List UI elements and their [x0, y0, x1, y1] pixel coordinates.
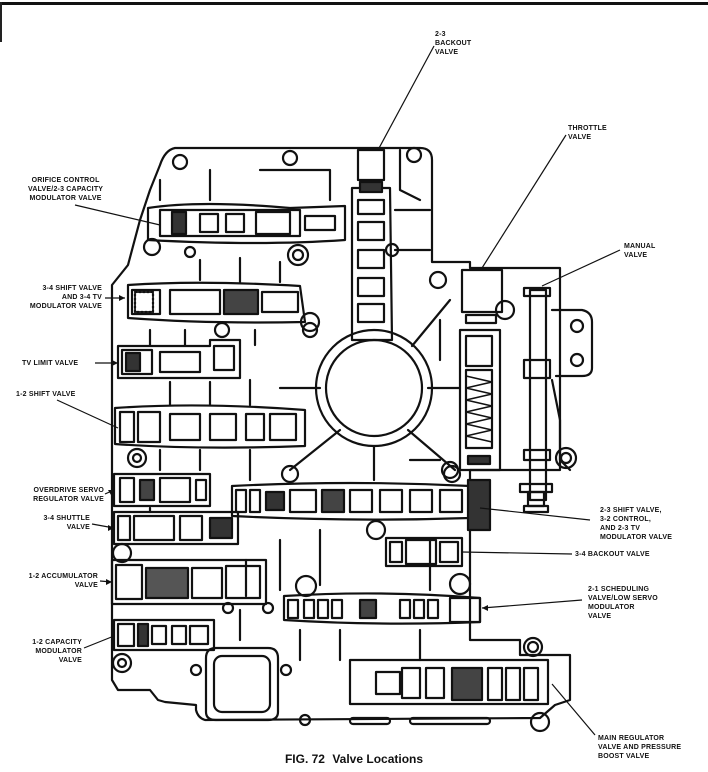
label-1-2-capacity-modulator-valve: 1-2 CAPACITY MODULATOR VALVE — [32, 639, 82, 664]
frame-left-border — [0, 2, 2, 42]
label-1-2-accumulator-valve: 1-2 ACCUMULATOR VALVE — [28, 573, 98, 589]
bolt-hole — [301, 321, 319, 339]
bolt-hole — [261, 601, 275, 615]
bolt-hole — [281, 149, 299, 167]
bolt-hole — [365, 519, 387, 541]
leader-manual — [541, 249, 621, 287]
leader-orifice-control — [74, 204, 161, 226]
label-3-4-shuttle-valve: 3-4 SHUTTLE VALVE — [43, 515, 90, 531]
bolt-hole — [559, 451, 573, 465]
leader-2-3-shift — [479, 507, 591, 521]
leader-main-regulator — [551, 683, 596, 736]
valve-bore-3-4-shuttle — [112, 510, 240, 546]
bolt-hole — [554, 446, 578, 470]
bolt-hole — [298, 713, 312, 727]
bolt-hole — [440, 460, 460, 480]
leader-1-2-shift — [56, 399, 119, 429]
valve-body-outline — [110, 146, 572, 722]
bolt-hole — [294, 574, 318, 598]
label-main-regulator-valve: MAIN REGULATOR VALVE AND PRESSURE BOOST … — [598, 735, 682, 760]
bolt-hole — [494, 299, 516, 321]
bolt-hole — [189, 663, 203, 677]
label-2-1-scheduling-valve: 2-1 SCHEDULING VALVE/LOW SERVO MODULATOR… — [588, 586, 658, 620]
label-overdrive-servo-regulator-valve: OVERDRIVE SERVO REGULATOR VALVE — [33, 487, 104, 503]
bolt-hole — [405, 146, 423, 164]
bolt-hole — [111, 542, 133, 564]
bolt-hole — [126, 447, 148, 469]
valve-bore-1-2-shift — [113, 404, 307, 449]
label-1-2-shift-valve: 1-2 SHIFT VALVE — [16, 391, 76, 398]
bolt-hole — [569, 318, 585, 334]
valve-bore-3-4-backout — [384, 536, 464, 568]
valve-bore-orifice-control — [146, 202, 347, 245]
bolt-hole — [526, 640, 540, 654]
manual-valve-stem — [528, 288, 548, 502]
bolt-hole — [529, 711, 551, 733]
bolt-hole — [279, 663, 293, 677]
bolt-hole — [280, 464, 300, 484]
leader-1-2-capacity — [83, 635, 115, 649]
bolt-hole — [171, 153, 189, 171]
label-throttle-valve: THROTTLE VALVE — [568, 125, 607, 141]
bolt-hole — [131, 452, 143, 464]
valve-bore-1-2-capacity — [112, 618, 216, 652]
valve-bore-3-4-shift — [126, 281, 307, 324]
bolt-hole — [291, 248, 305, 262]
bolt-hole — [569, 352, 585, 368]
label-tv-limit-valve: TV LIMIT VALVE — [22, 360, 79, 367]
figure-number: FIG. 72 — [284, 752, 325, 766]
leader-3-4-backout — [461, 551, 573, 555]
valve-bore-tv-limit — [116, 338, 242, 380]
label-orifice-control-valve: ORIFICE CONTROL VALVE/2-3 CAPACITY MODUL… — [28, 177, 104, 202]
central-bore — [324, 338, 424, 438]
leader-2-3-backout — [377, 45, 435, 151]
label-2-3-backout-valve: 2-3 BACKOUT VALVE — [435, 31, 472, 56]
bolt-hole — [286, 243, 310, 267]
label-3-4-backout-valve: 3-4 BACKOUT VALVE — [575, 551, 650, 558]
bolt-hole — [448, 572, 472, 596]
bolt-hole — [221, 601, 235, 615]
leader-throttle — [481, 134, 567, 269]
figure-caption: FIG. 72 Valve Locations — [0, 752, 708, 766]
bolt-hole — [142, 237, 162, 257]
figure-title: Valve Locations — [332, 752, 424, 766]
bolt-hole — [522, 636, 544, 658]
label-3-4-shift-valve: 3-4 SHIFT VALVE AND 3-4 TV MODULATOR VAL… — [29, 285, 102, 310]
frame-top-border — [0, 2, 708, 5]
valve-bore-main-regulator — [348, 658, 550, 706]
bolt-hole — [299, 311, 321, 333]
label-manual-valve: MANUAL VALVE — [624, 243, 656, 259]
label-2-3-shift-valve: 2-3 SHIFT VALVE, 3-2 CONTROL, AND 2-3 TV… — [600, 507, 673, 541]
throttle-valve-cap — [460, 268, 504, 314]
bolt-hole — [183, 245, 197, 259]
bolt-hole — [116, 657, 128, 669]
bolt-hole — [428, 270, 448, 290]
bolt-hole — [213, 321, 231, 339]
gasket-window — [204, 646, 280, 722]
valve-bore-overdrive-servo — [112, 472, 212, 508]
bolt-hole — [111, 652, 133, 674]
leader-2-1-scheduling — [481, 599, 583, 609]
